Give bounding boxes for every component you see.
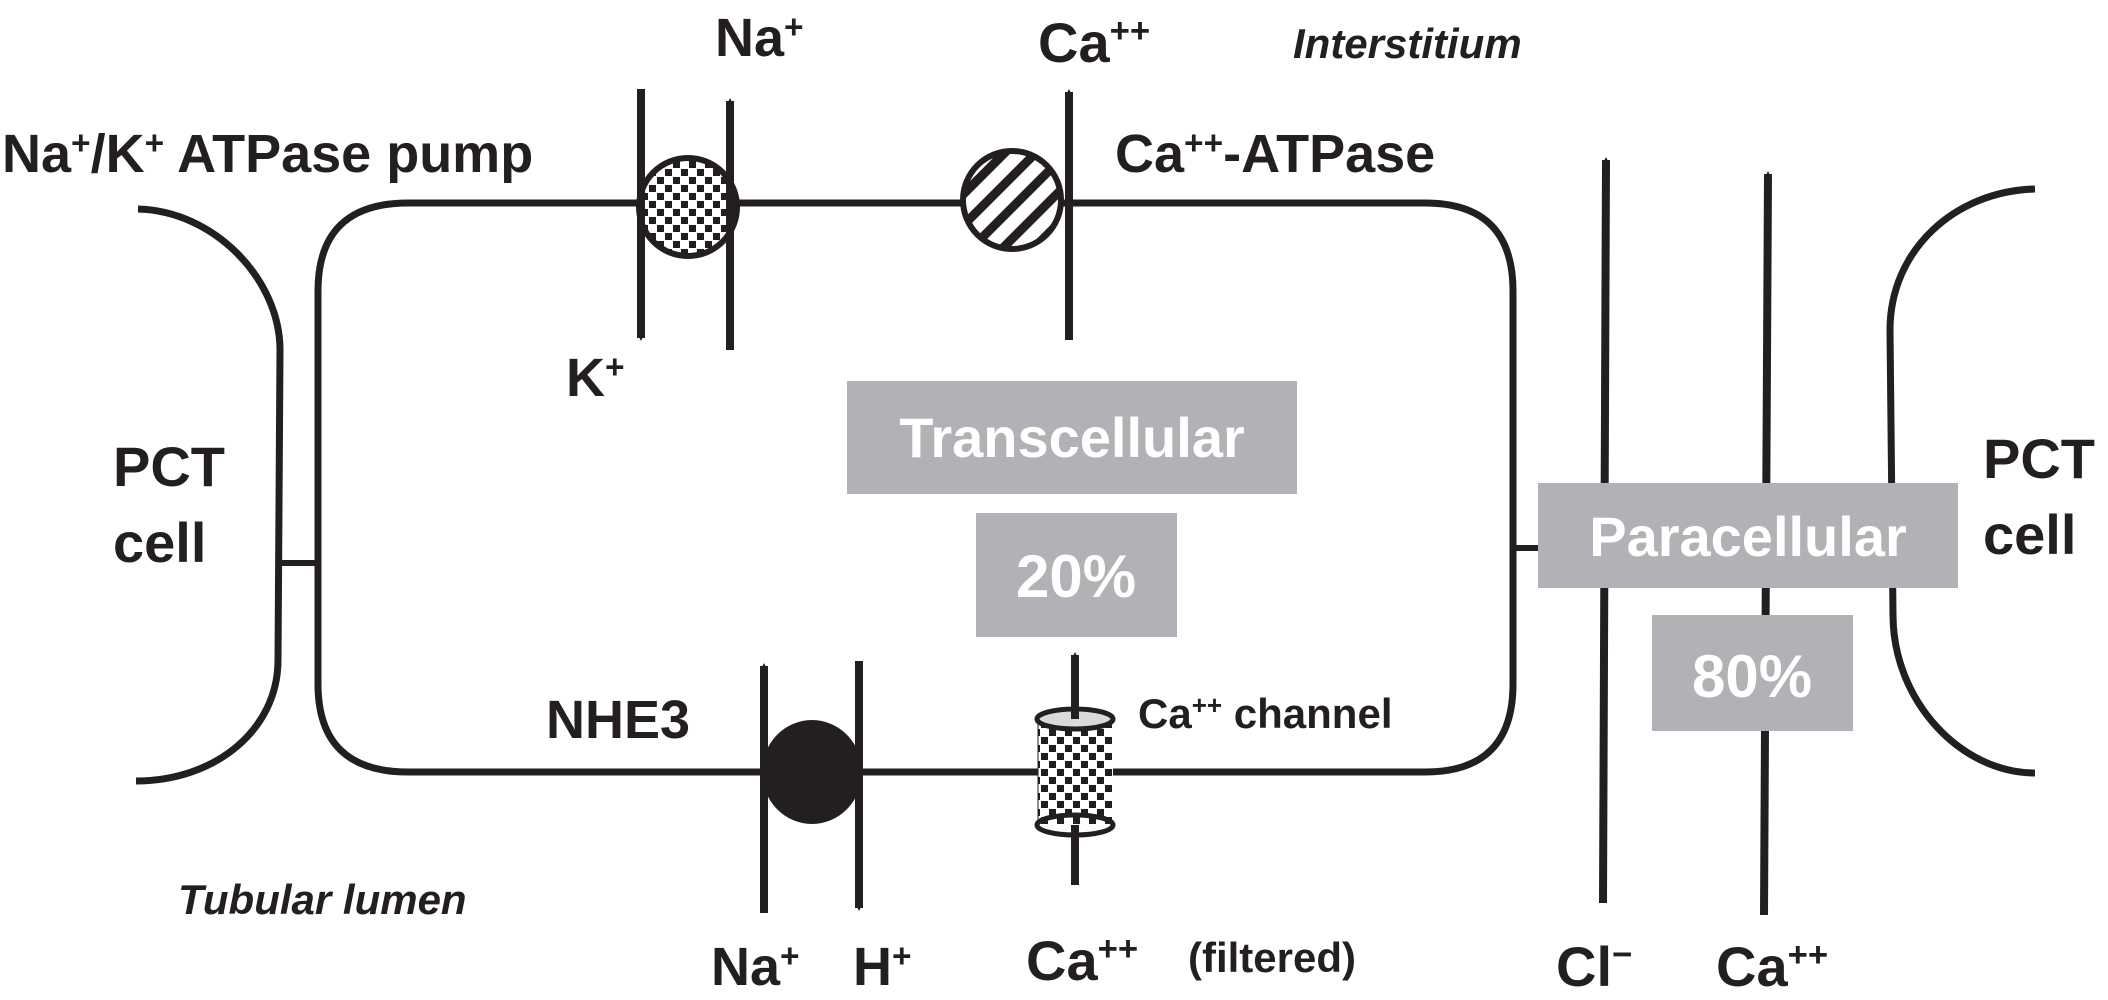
tubular-lumen-label: Tubular lumen <box>178 876 467 923</box>
ca-atpase-icon <box>965 153 1059 247</box>
transcellular-percent-box <box>976 513 1177 637</box>
k-in-label: K+ <box>566 348 625 408</box>
interstitium-label: Interstitium <box>1293 20 1522 67</box>
right-cell-label: PCT cell <box>1983 427 2108 566</box>
ca-channel <box>1034 652 1116 885</box>
ca-out-label: Ca++ <box>1038 11 1150 74</box>
left-cell-label: PCT cell <box>113 435 241 574</box>
h-out-label: H+ <box>853 937 912 997</box>
transcellular-box <box>847 381 1297 494</box>
transcellular-percent: 20% <box>1016 543 1136 610</box>
cl-paracellular-label: Cl− <box>1556 935 1632 998</box>
na-in-label: Na+ <box>711 937 800 997</box>
transcellular-label: Transcellular <box>899 406 1245 469</box>
nhe3-label: NHE3 <box>546 690 690 750</box>
left-pct-cell-outline <box>135 205 284 785</box>
ca-paracellular-label: Ca++ <box>1716 935 1828 998</box>
ca-atpase-label: Ca++-ATPase <box>1115 124 1435 184</box>
right-pct-cell-outline <box>1886 185 2036 777</box>
nhe3-icon <box>762 720 862 824</box>
na-k-pump-label: Na+/K+ ATPase pump <box>2 124 533 184</box>
paracellular-label: Paracellular <box>1589 505 1907 568</box>
ca-channel-label: Ca++ channel <box>1138 690 1393 737</box>
filtered-note: (filtered) <box>1188 934 1356 981</box>
paracellular-percent: 80% <box>1692 643 1812 710</box>
na-k-pump-icon <box>641 160 735 254</box>
ca-channel-icon <box>1038 719 1113 825</box>
paracellular-box <box>1538 483 1958 588</box>
na-out-label: Na+ <box>715 8 804 68</box>
ca-atpase <box>960 89 1073 340</box>
main-pct-cell-membrane <box>314 199 1517 776</box>
paracellular-percent-box <box>1652 615 1853 731</box>
nhe3-exchanger <box>760 661 863 913</box>
na-k-atpase-pump <box>636 89 740 350</box>
ca-filtered-label: Ca++ <box>1026 929 1138 992</box>
